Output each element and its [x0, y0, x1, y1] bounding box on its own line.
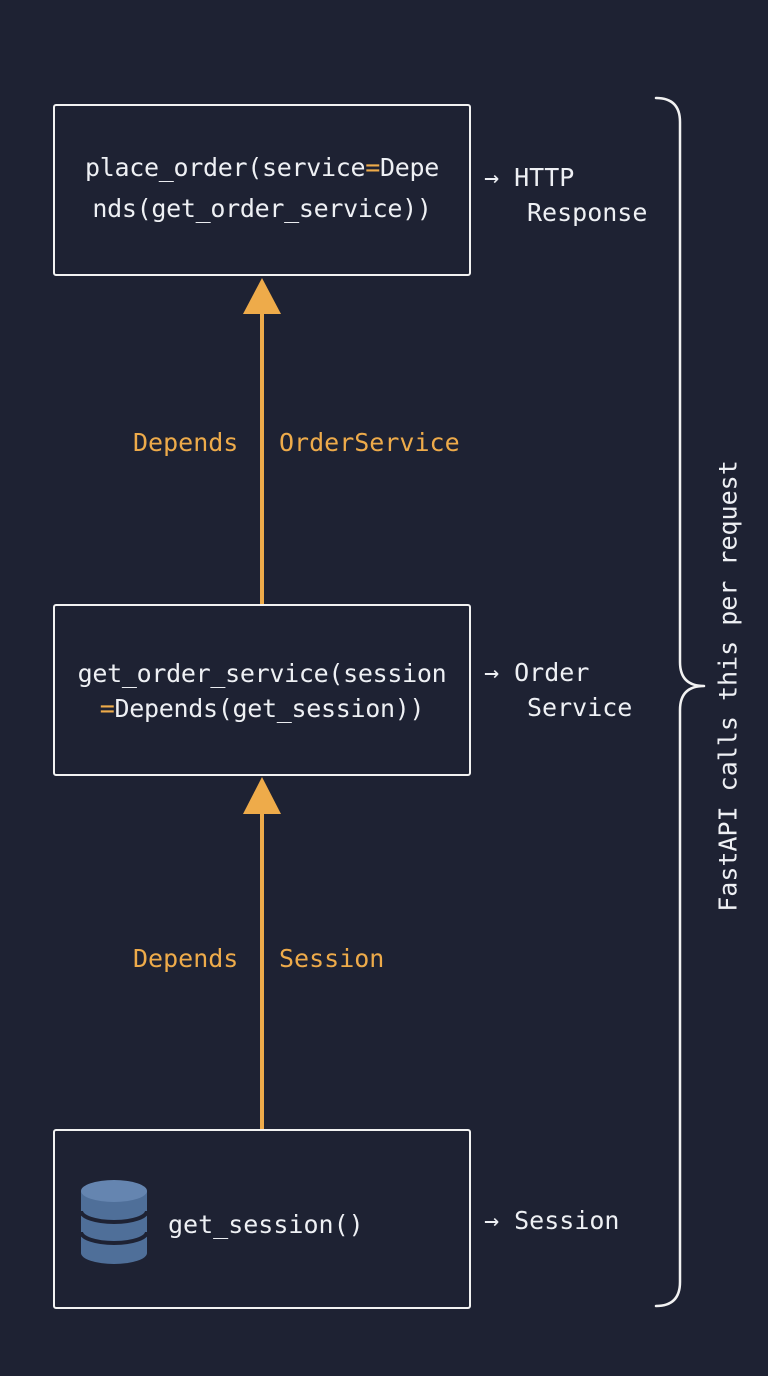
edge-label-session: Session: [279, 944, 385, 973]
output-session: → Session: [484, 1203, 619, 1238]
output-session-label: Session: [514, 1206, 620, 1235]
output-http-response: → HTTP Response: [484, 160, 647, 230]
edge-label-orderservice: OrderService: [279, 428, 460, 457]
node-place-order-line2: nds(get_order_service)): [92, 194, 432, 223]
equals-sign: =: [365, 153, 381, 182]
edge-label-depends-bottom: Depends: [133, 944, 239, 973]
node-place-order: place_order(service=Depe nds(get_order_s…: [53, 104, 471, 276]
edge-label-depends-top: Depends: [133, 428, 239, 457]
output-line2: Service: [527, 693, 633, 722]
right-brace: [654, 96, 706, 1308]
node-get-session-label: get_session(): [168, 1210, 364, 1239]
output-order-service: → Order Service: [484, 655, 632, 725]
node-get-session: get_session(): [53, 1129, 471, 1309]
brace-label: FastAPI calls this per request: [713, 460, 743, 912]
arrow-right-icon: →: [484, 658, 500, 687]
output-line2: Response: [527, 198, 648, 227]
arrow-right-icon: →: [484, 1206, 500, 1235]
database-icon: [80, 1180, 148, 1264]
arrow-right-icon: →: [484, 163, 500, 192]
node-get-order-service-code-b: Depends(get_session)): [114, 694, 425, 723]
node-get-order-service-line1: get_order_service(session: [77, 659, 447, 688]
node-place-order-line1: place_order(service=Depe: [55, 150, 469, 186]
output-line1: Order: [514, 658, 590, 687]
node-get-order-service-line2: =Depends(get_session)): [55, 691, 469, 727]
output-line1: HTTP: [514, 163, 575, 192]
equals-sign: =: [99, 694, 115, 723]
node-place-order-code-b: Depe: [380, 153, 440, 182]
node-get-order-service: get_order_service(session =Depends(get_s…: [53, 604, 471, 776]
node-place-order-code-a: place_order(service: [84, 153, 366, 182]
